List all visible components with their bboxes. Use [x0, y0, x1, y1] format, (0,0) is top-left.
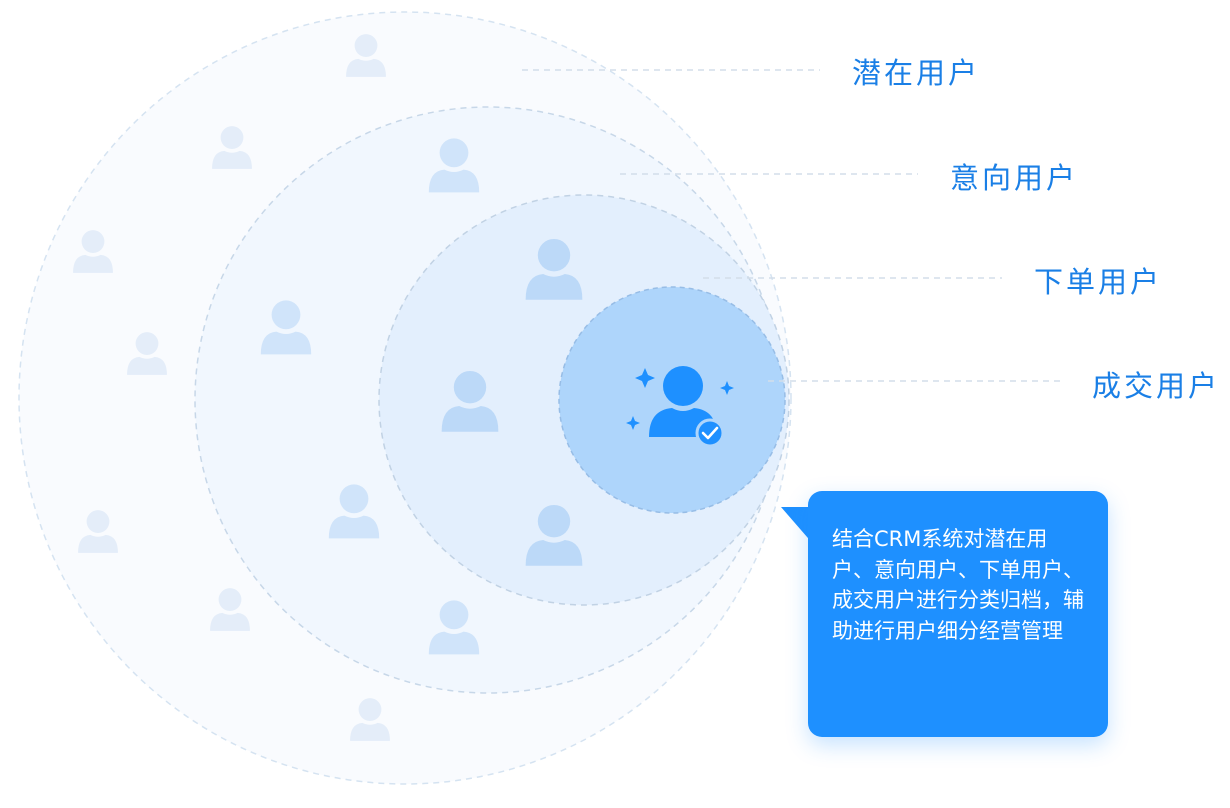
- sparkle-icon: [626, 416, 640, 430]
- sparkle-icon: [635, 368, 655, 388]
- tier-label-intent: 意向用户: [950, 161, 1079, 195]
- tier-label-closed: 成交用户: [1092, 369, 1221, 403]
- tier-label-potential: 潜在用户: [852, 56, 981, 90]
- description-callout: 结合CRM系统对潜在用户、意向用户、下单用户、成交用户进行分类归档，辅助进行用户…: [808, 491, 1108, 737]
- tier-label-ordered: 下单用户: [1034, 265, 1163, 299]
- user-verified-icon: [649, 366, 725, 448]
- callout-text: 结合CRM系统对潜在用户、意向用户、下单用户、成交用户进行分类归档，辅助进行用户…: [832, 527, 1084, 643]
- check-badge-icon: [695, 418, 725, 448]
- sparkle-icon: [720, 381, 734, 395]
